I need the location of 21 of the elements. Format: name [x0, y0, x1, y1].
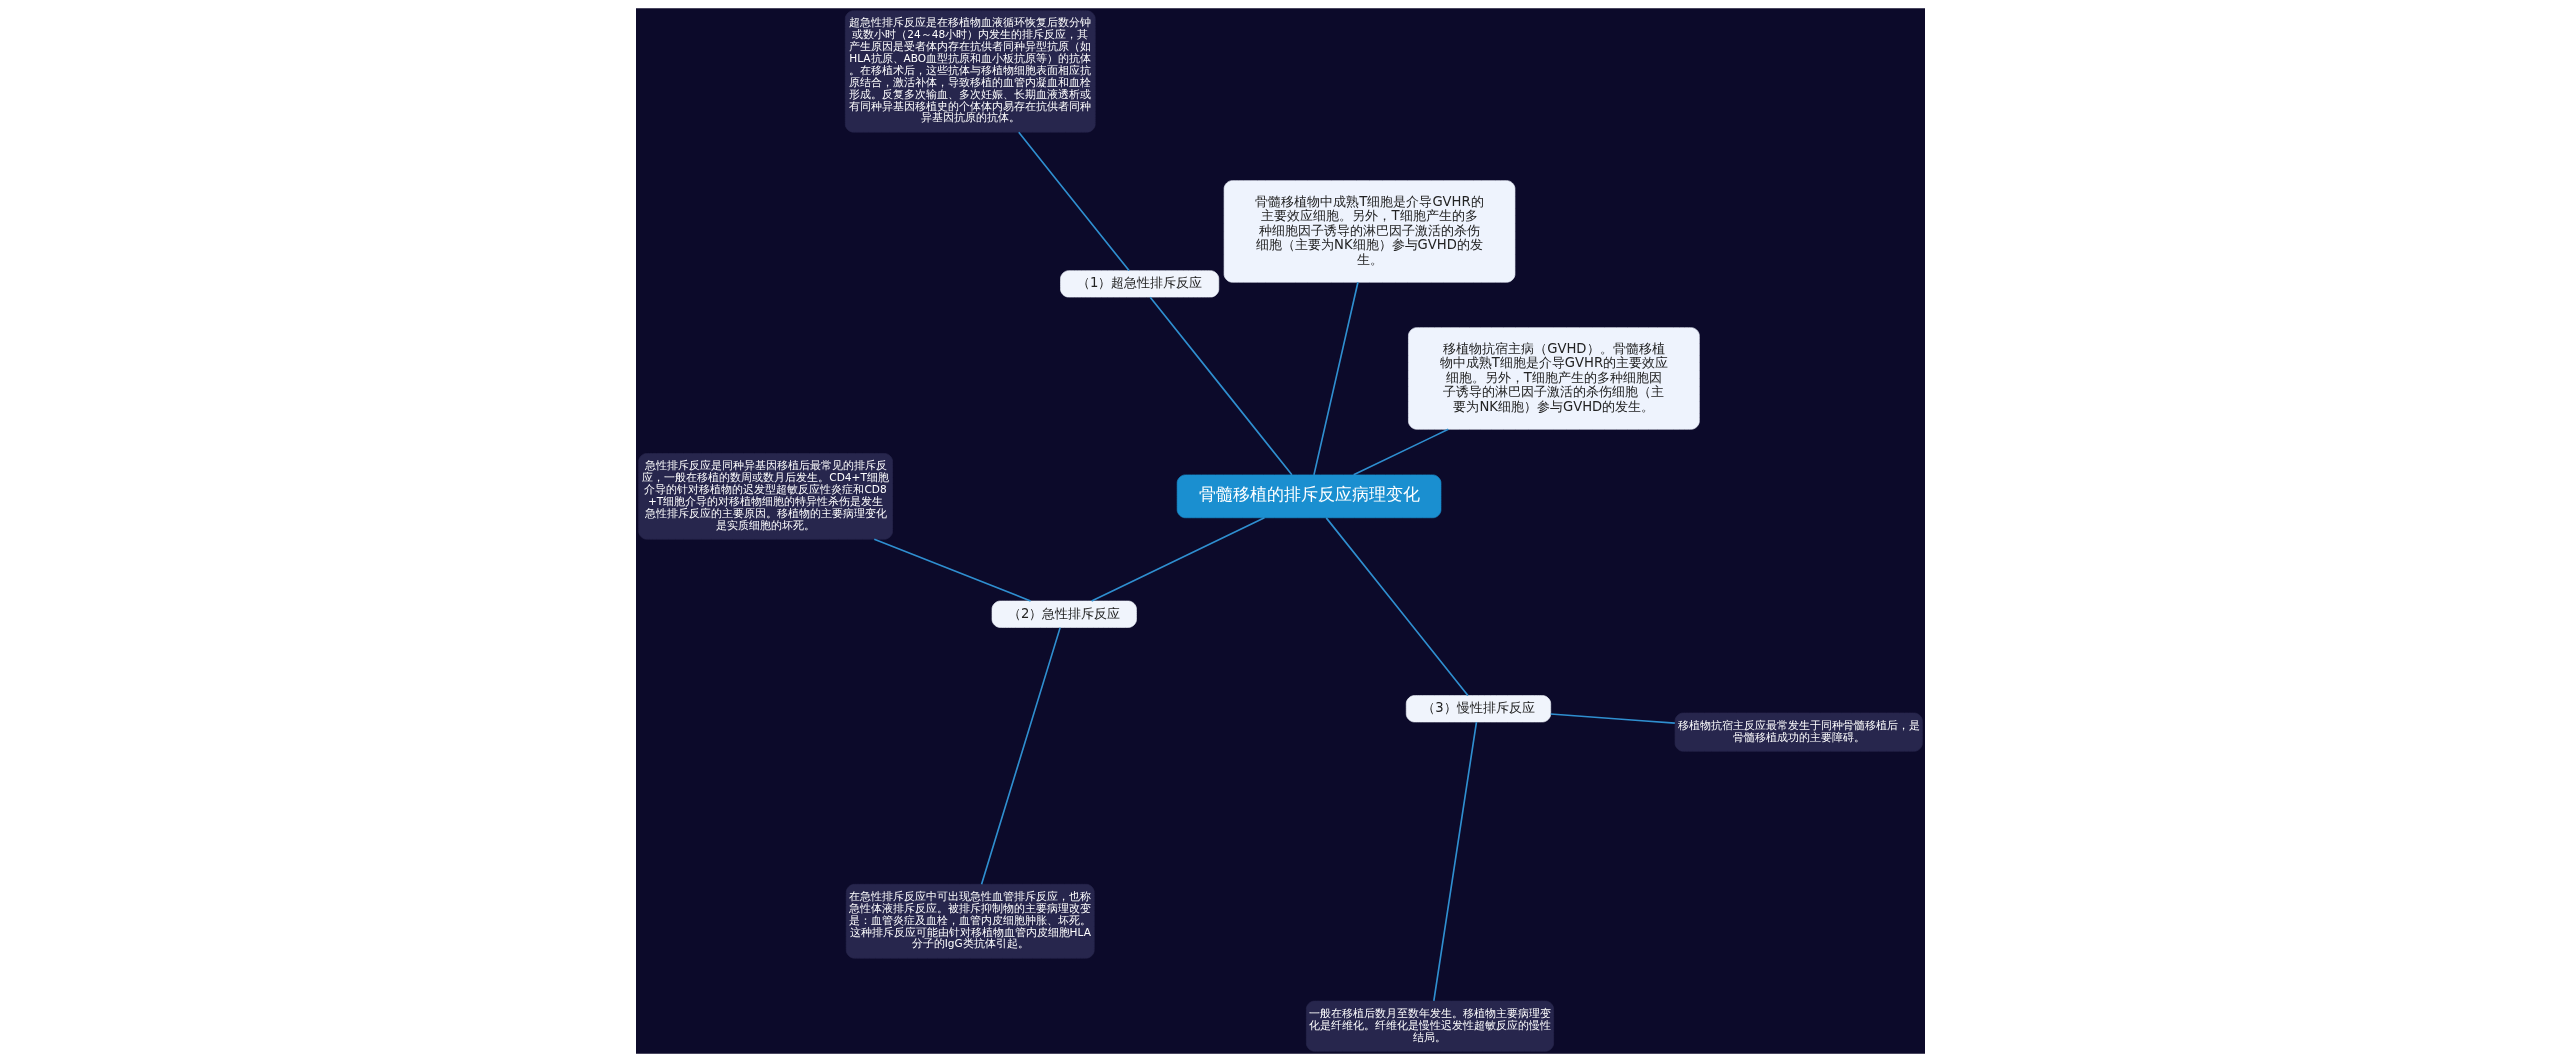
- node-box: 移植物抗宿主反应最常发生于同种骨髓移植后，是骨髓移植成功的主要障碍。: [1674, 712, 1923, 752]
- node-box: 移植物抗宿主病（GVHD）。骨髓移植物中成熟T细胞是介导GVHR的主要效应细胞。另外，T细胞产生的多种细胞因子诱导的淋巴因子激活的杀伤细胞（主要为NK细胞）参与GVHD的发生。: [1407, 327, 1700, 430]
- node-box: 一般在移植后数月至数年发生。移植物主要病理变化是纤维化。纤维化是慢性迟发性超敏反应的慢性结局。: [1305, 1000, 1554, 1052]
- node-box: 超急性排斥反应是在移植物血液循环恢复后数分钟或数小时（24～48小时）内发生的排斥反应，其产生原因是受者体内存在抗供者同种异型抗原（如HLA抗原、ABO血型抗原和血小板抗原等）的抗体。在移植术后，这些抗体与移植物细胞表面相应抗原结合，激活补体，导致移植的血管内凝血和血栓形成。反复多次输血、多次妊娠、长期血液透析或有同种异基因移植史的个体体内易存在抗供者同种异基因抗原的抗体。: [844, 10, 1096, 133]
- connector: [1432, 721, 1477, 1002]
- connector: [1352, 428, 1449, 476]
- connector: [1549, 713, 1676, 724]
- node-box: （3）慢性排斥反应: [1405, 695, 1551, 723]
- node-box: （1）超急性排斥反应: [1059, 270, 1219, 298]
- connector: [1017, 131, 1130, 272]
- connector: [1148, 296, 1293, 476]
- connector: [1324, 517, 1469, 697]
- connector: [980, 626, 1061, 885]
- connector: [872, 538, 1031, 602]
- node-box: 骨髓移植的排斥反应病理变化: [1176, 474, 1441, 519]
- connector: [1312, 281, 1359, 476]
- node-box: 骨髓移植物中成熟T细胞是介导GVHR的主要效应细胞。另外，T细胞产生的多种细胞因子诱导的淋巴因子激活的杀伤细胞（主要为NK细胞）参与GVHD的发生。: [1223, 180, 1515, 283]
- connector: [1090, 517, 1265, 602]
- node-box: （2）急性排斥反应: [991, 600, 1137, 628]
- node-box: 在急性排斥反应中可出现急性血管排斥反应，也称急性体液排斥反应。被排斥抑制物的主要病理改变是：血管炎症及血栓，血管内皮细胞肿胀、坏死。这种排斥反应可能由针对移植物血管内皮细胞HLA分子的IgG类抗体引起。: [845, 883, 1095, 959]
- node-box: 急性排斥反应是同种异基因移植后最常见的排斥反应，一般在移植的数周或数月后发生。CD4+T细胞介导的针对移植物的迟发型超敏反应性炎症和CD8+T细胞介导的对移植物细胞的特异性杀伤是发生急性排斥反应的主要原因。移植物的主要病理变化是实质细胞的坏死。: [637, 453, 893, 540]
